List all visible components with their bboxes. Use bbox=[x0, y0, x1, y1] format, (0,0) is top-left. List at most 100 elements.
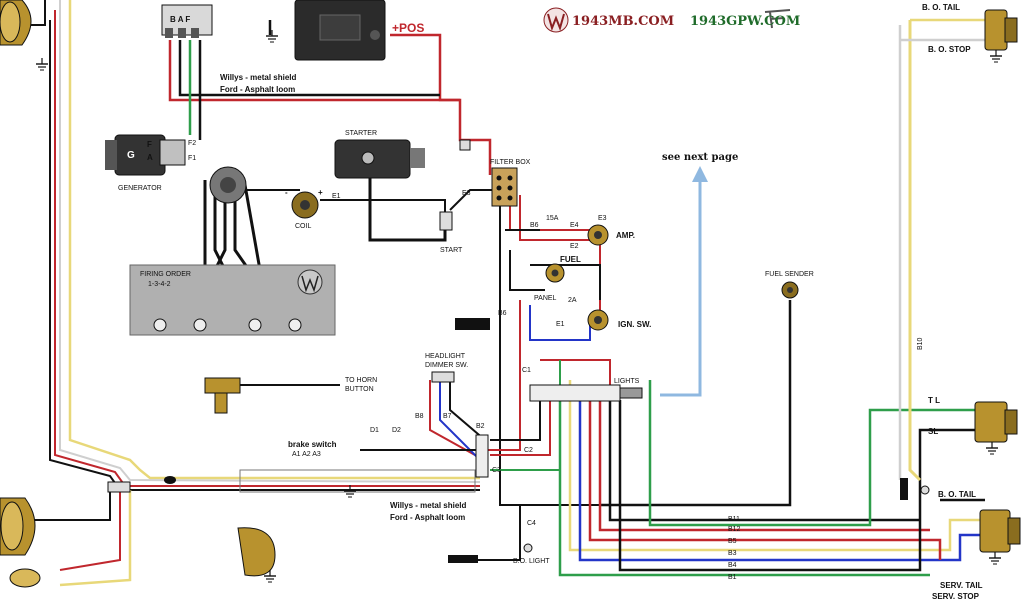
b2-label: B2 bbox=[476, 423, 485, 430]
fuel-sender-label: FUEL SENDER bbox=[765, 271, 814, 278]
rear-harness-wires bbox=[558, 18, 985, 577]
b6-top-label: B6 bbox=[530, 222, 539, 229]
battery-wires bbox=[168, 20, 492, 175]
coil-label: COIL bbox=[295, 223, 311, 230]
shield-note-top-2: Ford - Asphalt loom bbox=[220, 85, 295, 94]
start-label: START bbox=[440, 247, 463, 254]
panel-label: PANEL bbox=[534, 295, 557, 302]
serv-tail-label: SERV. TAIL bbox=[940, 581, 983, 590]
headlamp-bottom-left bbox=[0, 497, 36, 556]
arrow-up-icon bbox=[660, 166, 708, 397]
c3-label: C3 bbox=[492, 467, 501, 474]
c4-label: C4 bbox=[527, 520, 536, 527]
e3-amp-label: E3 bbox=[598, 215, 607, 222]
generator bbox=[105, 134, 186, 176]
voltage-regulator bbox=[161, 4, 213, 38]
b3-label: B3 bbox=[728, 550, 737, 557]
fuel-sender bbox=[781, 281, 799, 299]
starter-label: STARTER bbox=[345, 130, 377, 137]
bo-stop-label: B. O. STOP bbox=[928, 45, 971, 54]
b6-side-label: B6 bbox=[498, 310, 507, 317]
bo-drive-lamp bbox=[237, 527, 277, 583]
ford-logo-icon bbox=[543, 7, 791, 33]
to-horn-label-2: BUTTON bbox=[345, 386, 374, 393]
b11-label: B11 bbox=[728, 516, 740, 523]
filter-box-label: FILTER BOX bbox=[490, 159, 531, 166]
brand-right: 1943GPW.COM bbox=[690, 14, 800, 29]
to-horn-label-1: TO HORN bbox=[345, 377, 377, 384]
shield-note-top-1: Willys - metal shield bbox=[220, 73, 297, 82]
service-tail-lamp-mid bbox=[974, 401, 1018, 455]
b10-label: B10 bbox=[917, 337, 924, 350]
ignition-switch bbox=[587, 309, 609, 331]
a123-label: A1 A2 A3 bbox=[292, 451, 321, 458]
b12-label: B12 bbox=[728, 526, 741, 533]
e2-label: E2 bbox=[570, 243, 579, 250]
d2-label: D2 bbox=[392, 427, 401, 434]
e1-ign-label: E1 bbox=[556, 321, 565, 328]
c2-label: C2 bbox=[524, 447, 533, 454]
e4-label: E4 bbox=[570, 222, 579, 229]
generator-g-label: G bbox=[127, 150, 135, 161]
bo-light-label: B.O. LIGHT bbox=[513, 558, 550, 565]
two-a-label: 2A bbox=[568, 297, 577, 304]
junction-plug-left bbox=[107, 476, 176, 493]
horn bbox=[204, 377, 241, 414]
battery bbox=[265, 0, 386, 61]
lights-label: LIGHTS bbox=[614, 378, 640, 385]
horn-plug bbox=[455, 318, 490, 330]
b7-label: B7 bbox=[443, 413, 452, 420]
amp-label: AMP. bbox=[616, 231, 635, 240]
ammeter bbox=[587, 224, 609, 246]
ignition-coil bbox=[291, 191, 319, 219]
headlight-dimmer-label-1: HEADLIGHT bbox=[425, 353, 466, 360]
start-switch bbox=[439, 211, 453, 231]
bo-tail-lamp-top bbox=[984, 9, 1018, 63]
f1-label: F1 bbox=[188, 155, 196, 162]
headlight-dimmer-switch bbox=[431, 371, 455, 383]
e3-start-label: E3 bbox=[462, 190, 471, 197]
e1-coil-label: E1 bbox=[332, 193, 341, 200]
regulator-terminal-label: B A F bbox=[170, 15, 190, 24]
dash-wires bbox=[240, 175, 792, 561]
headlamp-top-left bbox=[0, 0, 49, 71]
d1-label: D1 bbox=[370, 427, 379, 434]
shield-note-bottom-2: Ford - Asphalt loom bbox=[390, 513, 465, 522]
firing-order-title: FIRING ORDER bbox=[140, 271, 191, 278]
b8-label: B8 bbox=[415, 413, 424, 420]
bo-tail-top-label: B. O. TAIL bbox=[922, 3, 960, 12]
firing-order-sequence: 1-3-4-2 bbox=[148, 281, 171, 288]
shield-note-bottom-1: Willys - metal shield bbox=[390, 501, 467, 510]
generator-f-label: F bbox=[147, 140, 152, 149]
parking-lamp bbox=[9, 568, 41, 588]
filter-box bbox=[459, 139, 518, 207]
light-switch bbox=[529, 384, 643, 402]
see-next-page-note: see next page bbox=[662, 152, 738, 163]
sl-label: SL bbox=[928, 427, 938, 436]
ign-sw-label: IGN. SW. bbox=[618, 320, 651, 329]
junction-block bbox=[475, 434, 489, 478]
coil-minus-label: - bbox=[285, 188, 288, 197]
fuse-label: 15A bbox=[546, 215, 559, 222]
fuel-gauge bbox=[545, 263, 565, 283]
b5-label: B5 bbox=[728, 538, 737, 545]
generator-a-label: A bbox=[147, 153, 153, 162]
coil-plus-label: + bbox=[318, 188, 323, 197]
bo-light-connector bbox=[448, 543, 533, 563]
b1-label: B1 bbox=[728, 574, 737, 581]
serv-stop-label: SERV. STOP bbox=[932, 592, 980, 600]
c1-label: C1 bbox=[522, 367, 531, 374]
bo-tail-mid-label: B. O. TAIL bbox=[938, 490, 976, 499]
starter-motor bbox=[334, 139, 425, 179]
distributor bbox=[209, 166, 247, 204]
b4-label: B4 bbox=[728, 562, 737, 569]
brand-left: 1943MB.COM bbox=[572, 14, 674, 29]
tl-label: T L bbox=[928, 396, 940, 405]
f2-label: F2 bbox=[188, 140, 196, 147]
headlight-dimmer-label-2: DIMMER SW. bbox=[425, 362, 468, 369]
fuel-label: FUEL bbox=[560, 255, 581, 264]
tail-lamp-bottom bbox=[900, 478, 1021, 565]
brake-switch-label: brake switch bbox=[288, 440, 337, 449]
